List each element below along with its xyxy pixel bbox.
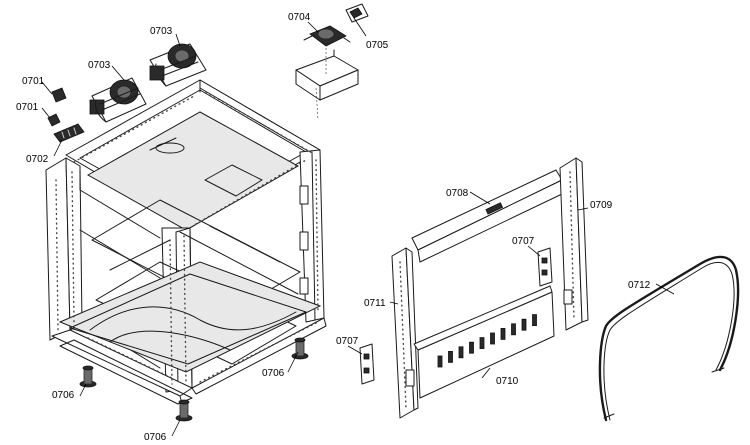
vent-slot xyxy=(469,341,474,354)
vent-slots xyxy=(437,314,537,368)
vent-slot xyxy=(437,355,443,368)
callout-0707-left: 0707 xyxy=(336,336,359,347)
hinge-bracket-0707-right xyxy=(537,247,553,287)
terminal-clip-lower-0701 xyxy=(47,113,61,127)
callout-0709: 0709 xyxy=(590,200,613,211)
callout-0701-upper: 0701 xyxy=(22,76,45,87)
convection-motor-lower xyxy=(89,77,147,123)
callout-0712: 0712 xyxy=(628,280,651,291)
callout-0704: 0704 xyxy=(288,12,311,23)
leveling-foot-right xyxy=(291,337,309,360)
vent-slot xyxy=(521,318,527,331)
callout-0710: 0710 xyxy=(496,376,519,387)
side-trim-left-0711 xyxy=(391,247,419,419)
vent-slot xyxy=(532,314,537,327)
leveling-foot-center xyxy=(175,399,193,422)
vent-slot xyxy=(479,337,485,350)
vent-slot xyxy=(500,327,506,340)
leader-lines xyxy=(41,17,675,437)
convection-motor-upper xyxy=(149,43,207,87)
cabinet-frame xyxy=(45,79,327,405)
vent-panel-0710 xyxy=(413,285,555,399)
vent-slot xyxy=(511,323,516,336)
terminal-clip-upper-0701 xyxy=(51,87,67,103)
thermostat-bracket-0705 xyxy=(345,3,369,23)
door-handle-0712 xyxy=(598,255,740,422)
callout-0706-left: 0706 xyxy=(52,390,75,401)
toe-kick-top-panel-0708 xyxy=(411,169,563,263)
thermostat-switch-0704 xyxy=(303,25,351,47)
element-box-tray xyxy=(295,49,359,101)
callout-0706-right: 0706 xyxy=(262,368,285,379)
callout-labels: 0704 0705 0703 0703 0701 0701 0702 0708 … xyxy=(16,12,651,443)
vent-slot xyxy=(490,332,495,345)
callout-0707-right: 0707 xyxy=(512,236,535,247)
callout-0703-upper: 0703 xyxy=(150,26,173,37)
terminal-block-0702 xyxy=(53,123,85,143)
callout-0711: 0711 xyxy=(364,298,386,309)
vent-slot xyxy=(458,346,464,359)
hinge-bracket-0707-left xyxy=(359,343,375,385)
callout-0706-center: 0706 xyxy=(144,432,167,443)
callout-0701-lower: 0701 xyxy=(16,102,39,113)
side-trim-right-0709 xyxy=(559,157,589,331)
leveling-foot-left xyxy=(79,365,97,388)
callout-0705: 0705 xyxy=(366,40,389,51)
callout-0708: 0708 xyxy=(446,188,469,199)
callout-0702: 0702 xyxy=(26,154,49,165)
callout-0703-lower: 0703 xyxy=(88,60,111,71)
vent-slot xyxy=(448,350,453,363)
